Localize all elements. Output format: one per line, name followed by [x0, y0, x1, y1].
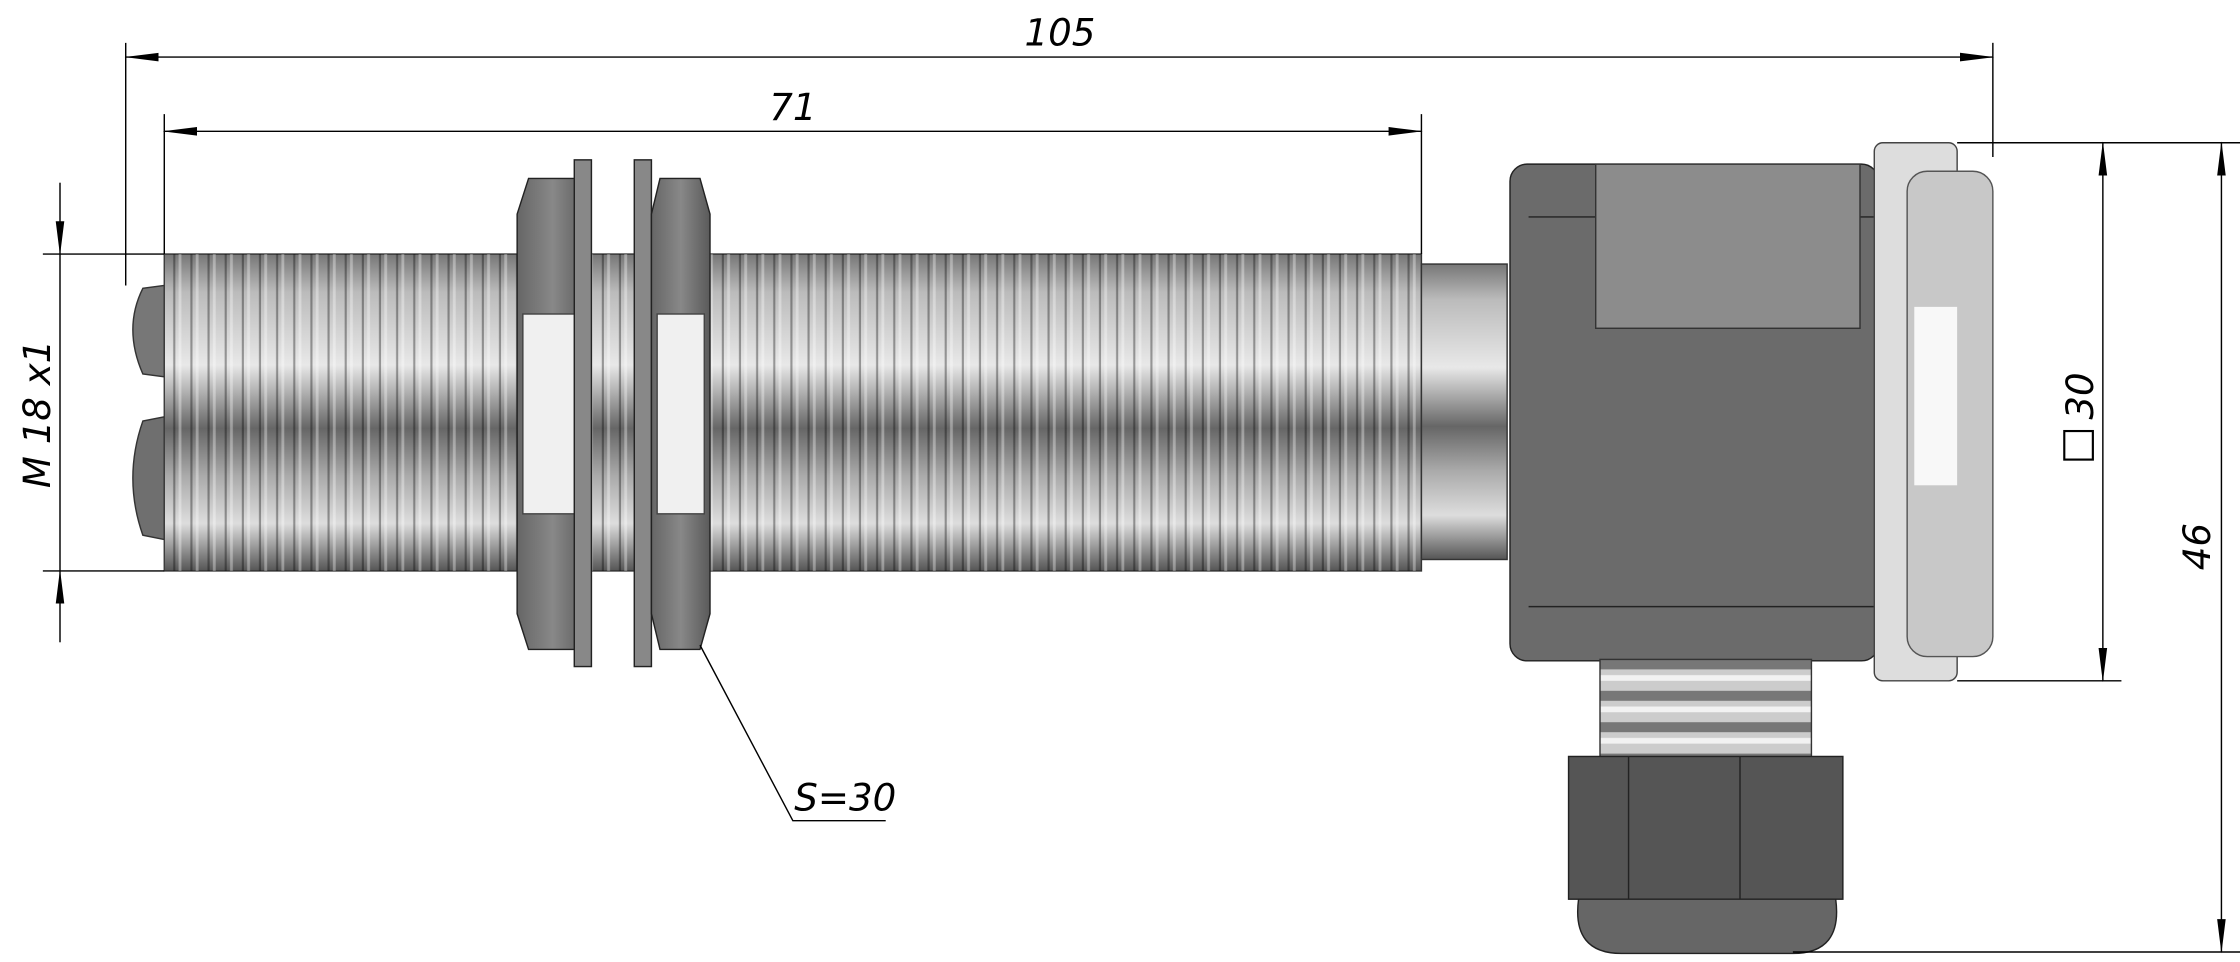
- cable-gland: [1567, 658, 1844, 955]
- mounting-nuts: [516, 159, 711, 668]
- end-cap: [1873, 142, 1994, 682]
- neck: [1420, 263, 1508, 561]
- svg-text:30: 30: [2059, 372, 2102, 419]
- dim-overall-height: 46: [2176, 523, 2219, 570]
- housing: [1509, 163, 1880, 662]
- dim-housing-square: 30: [2059, 372, 2102, 461]
- front-lenses: [132, 284, 165, 541]
- dimension-lines: [42, 42, 2240, 954]
- dim-thread-size: M 18 x1: [16, 340, 59, 488]
- square-symbol-icon: [2063, 429, 2094, 461]
- dim-overall-length: 105: [1025, 12, 1096, 55]
- dim-nut-size: S=30: [794, 777, 896, 820]
- label-area: [1595, 163, 1861, 329]
- dim-thread-length: 71: [769, 86, 816, 129]
- threaded-body: [163, 253, 1423, 572]
